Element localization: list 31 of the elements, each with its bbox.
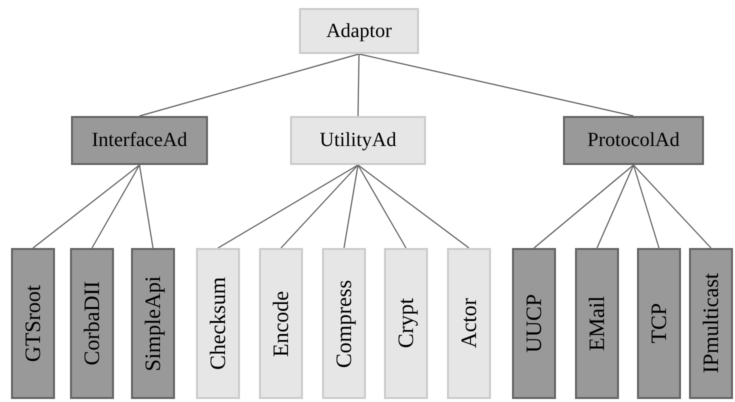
class-box: Checksum bbox=[196, 248, 240, 399]
connector-line bbox=[343, 164, 359, 248]
class-box: SimpleApi bbox=[131, 248, 175, 399]
connector-line bbox=[32, 164, 140, 248]
class-box: IPmulticast bbox=[689, 248, 733, 399]
connector-line bbox=[357, 164, 407, 248]
class-box: Adaptor bbox=[299, 8, 419, 54]
class-box: TCP bbox=[637, 248, 681, 399]
connector-line bbox=[91, 164, 140, 248]
connector-line bbox=[534, 164, 634, 248]
connector-line bbox=[632, 164, 660, 248]
connector-line bbox=[139, 53, 360, 117]
class-box: InterfaceAd bbox=[71, 116, 208, 165]
connector-line bbox=[357, 54, 360, 116]
class-box: GTSroot bbox=[11, 248, 55, 399]
class-box: Encode bbox=[259, 248, 303, 399]
connector-line bbox=[358, 53, 634, 117]
class-box: UtilityAd bbox=[290, 116, 426, 165]
class-box: UUCP bbox=[512, 248, 556, 399]
class-box: ProtocolAd bbox=[563, 116, 704, 165]
connector-line bbox=[358, 164, 470, 248]
class-box: Crypt bbox=[384, 248, 428, 399]
class-box: EMail bbox=[575, 248, 619, 399]
connector-line bbox=[218, 164, 358, 249]
class-box: Actor bbox=[447, 248, 491, 399]
connector-line bbox=[138, 164, 154, 248]
connector-line bbox=[633, 164, 712, 248]
connector-line bbox=[596, 164, 634, 248]
class-box: CorbaDII bbox=[70, 248, 114, 399]
connector-line bbox=[280, 164, 358, 248]
class-box: Compress bbox=[322, 248, 366, 399]
